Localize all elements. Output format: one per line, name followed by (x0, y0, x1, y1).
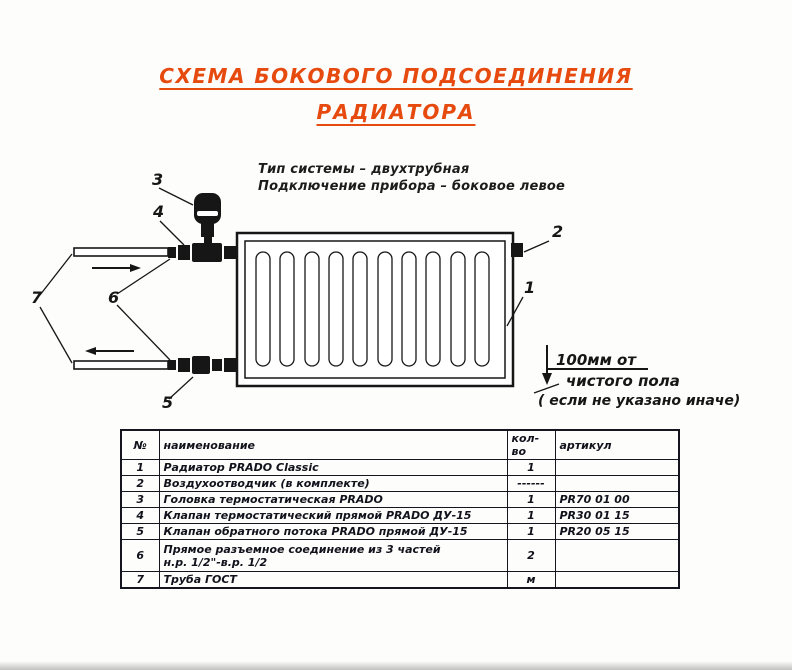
svg-text:2: 2 (552, 222, 563, 241)
table-row: 1 Радиатор PRADO Classic 1 (120, 459, 680, 476)
thermostatic-head (194, 193, 221, 245)
part-qty: 1 (506, 459, 556, 476)
radiator-diagram: 3 4 2 1 6 7 5 (31, 170, 740, 412)
radiator-channel (279, 251, 295, 367)
flow-arrow-supply (92, 264, 141, 272)
table-row: 7 Труба ГОСТ м (120, 571, 680, 589)
radiator-channel (450, 251, 466, 367)
scan-shadow-bottom (0, 661, 792, 670)
callout-7: 7 (31, 253, 73, 364)
col-header-number: № (120, 429, 160, 460)
table-header-row: № наименование кол-во артикул (120, 429, 680, 460)
table-row: 4 Клапан термостатический прямой PRADO Д… (120, 507, 680, 524)
callout-6-leader-bottom (116, 304, 171, 361)
table-row: 3 Головка термостатическая PRADO 1 PR70 … (120, 491, 680, 508)
title-line1: СХЕМА БОКОВОГО ПОДСОЕДИНЕНИЯ (159, 64, 633, 88)
part-article (554, 459, 680, 476)
table-row: 5 Клапан обратного потока PRADO прямой Д… (120, 523, 680, 540)
part-qty: 1 (506, 507, 556, 524)
col-header-qty: кол-во (506, 429, 556, 460)
svg-text:7: 7 (31, 288, 43, 307)
radiator-channel (377, 251, 393, 367)
part-article (554, 571, 680, 589)
radiator-channel (352, 251, 368, 367)
part-number: 3 (120, 491, 160, 508)
radiator-channel (255, 251, 271, 367)
floor-dimension-remark: ( если не указано иначе) (538, 393, 740, 409)
part-name: Труба ГОСТ (158, 571, 508, 589)
parts-table: № наименование кол-во артикул 1 Радиатор… (120, 429, 680, 589)
callout-4: 4 (152, 202, 185, 246)
part-qty: м (506, 571, 556, 589)
title-line2: РАДИАТОРА (316, 100, 476, 124)
part-article: PR20 05 15 (554, 523, 680, 540)
part-number: 6 (120, 539, 160, 572)
page-title: СХЕМА БОКОВОГО ПОДСОЕДИНЕНИЯ РАДИАТОРА (0, 64, 792, 124)
col-header-article: артикул (554, 429, 680, 460)
callout-1-leader (506, 296, 524, 327)
col-header-name: наименование (158, 429, 508, 460)
svg-text:3: 3 (152, 170, 163, 189)
part-number: 5 (120, 523, 160, 540)
floor-dimension-value: 100мм от (556, 351, 637, 369)
callout-3: 3 (152, 170, 194, 206)
svg-text:1: 1 (524, 278, 535, 297)
supply-pipe (73, 247, 169, 257)
callout-5: 5 (162, 376, 194, 412)
callout-6-leader-top (116, 258, 171, 295)
radiator-channel (328, 251, 344, 367)
radiator-channel (425, 251, 441, 367)
note-system-type: Тип системы – двухтрубная (258, 162, 470, 177)
callout-2-leader (523, 240, 550, 253)
part-number: 2 (120, 475, 160, 492)
callout-5-leader (168, 376, 194, 400)
return-valve (168, 356, 237, 374)
callout-7-leader-top (39, 253, 73, 296)
radiator-channel (304, 251, 320, 367)
part-article: PR30 01 15 (554, 507, 680, 524)
part-name: Головка термостатическая PRADO (158, 491, 508, 508)
part-qty: 1 (506, 523, 556, 540)
part-name: Воздухоотводчик (в комплекте) (158, 475, 508, 492)
part-qty: 2 (506, 539, 556, 572)
part-article (554, 475, 680, 492)
svg-text:4: 4 (152, 202, 164, 221)
part-name: Прямое разъемное соединение из 3 частей … (158, 539, 508, 572)
callout-4-leader (159, 220, 185, 246)
table-row: 2 Воздухоотводчик (в комплекте) ------ (120, 475, 680, 492)
callout-7-leader-bottom (39, 306, 73, 364)
part-name: Радиатор PRADO Classic (158, 459, 508, 476)
part-name: Клапан термостатический прямой PRADO ДУ-… (158, 507, 508, 524)
part-article (554, 539, 680, 572)
system-notes: Тип системы – двухтрубная Подключение пр… (258, 161, 565, 195)
part-number: 4 (120, 507, 160, 524)
part-article: PR70 01 00 (554, 491, 680, 508)
floor-dimension-ref: чистого пола (566, 372, 680, 390)
thermostatic-valve (168, 243, 237, 262)
callout-1: 1 (506, 278, 535, 327)
part-number: 1 (120, 459, 160, 476)
flow-arrow-return (85, 347, 134, 355)
callout-3-leader (158, 187, 194, 206)
svg-text:6: 6 (108, 288, 119, 307)
svg-text:5: 5 (162, 393, 173, 412)
part-qty: ------ (506, 475, 556, 492)
return-pipe (73, 360, 169, 370)
part-qty: 1 (506, 491, 556, 508)
radiator-body (235, 231, 515, 388)
table-row: 6 Прямое разъемное соединение из 3 часте… (120, 539, 680, 572)
radiator-channel (474, 251, 490, 367)
floor-dimension: 100мм от чистого пола ( если не указано … (533, 345, 740, 409)
air-vent-plug (511, 243, 523, 257)
radiator-channel (401, 251, 417, 367)
callout-6: 6 (108, 258, 171, 361)
callout-2: 2 (523, 222, 563, 253)
part-name: Клапан обратного потока PRADO прямой ДУ-… (158, 523, 508, 540)
note-connection-type: Подключение прибора – боковое левое (258, 179, 566, 194)
part-number: 7 (120, 571, 160, 589)
